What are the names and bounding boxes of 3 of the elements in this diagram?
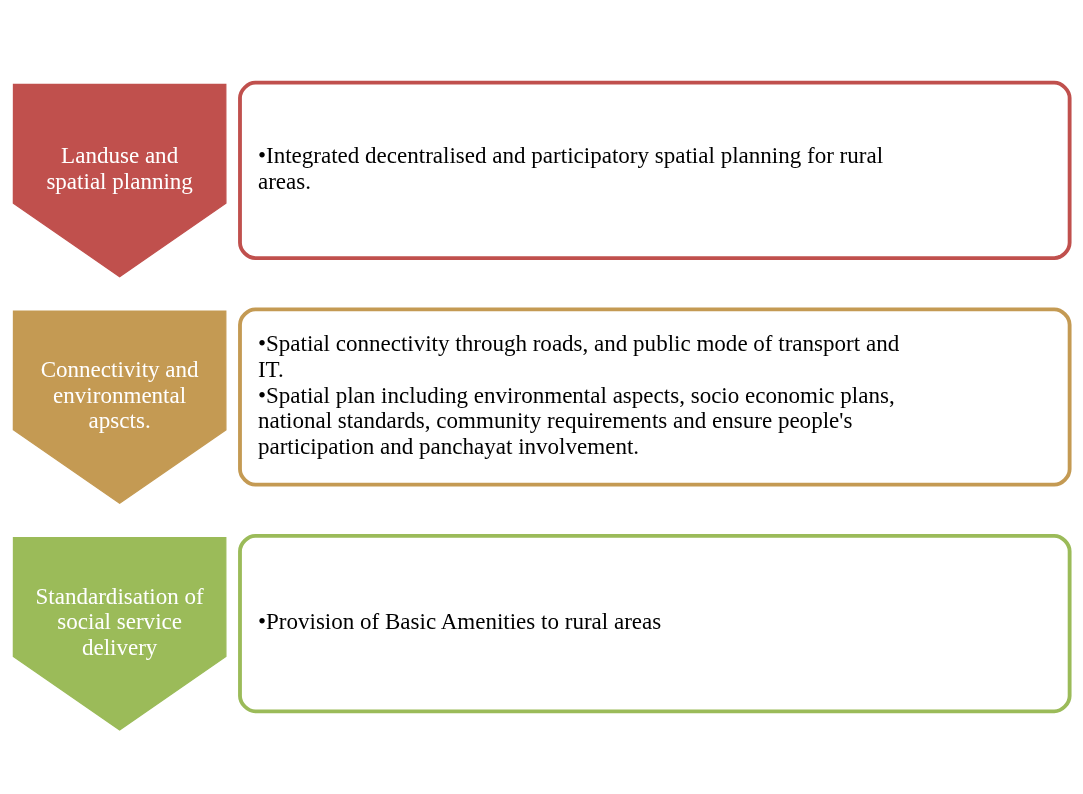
node-box: •Spatial connectivity through roads, and public mode of transport and IT. •Spatial plan including environmental aspects, socio economic plans, national standards, community requirements and ensure people's participation and panchayat involvement. <box>238 307 1072 487</box>
node-box: •Provision of Basic Amenities to rural areas <box>238 534 1072 714</box>
node-box: •Integrated decentralised and participatory spatial planning for rural areas. <box>238 80 1072 260</box>
